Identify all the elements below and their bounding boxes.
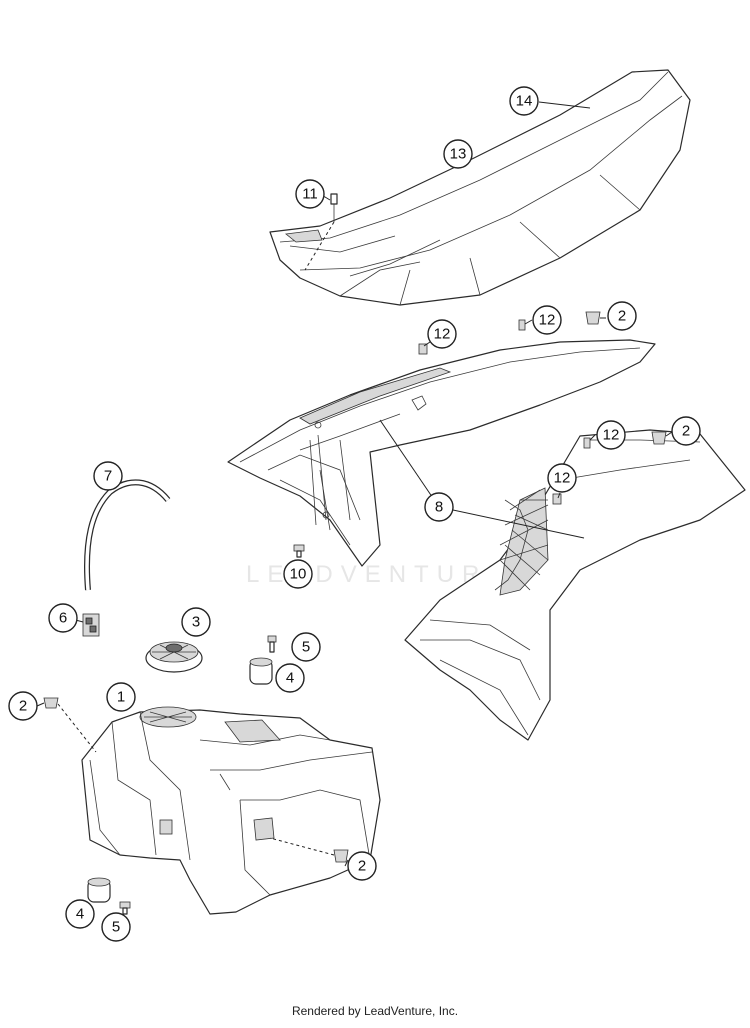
callout-12-c: 12 <box>596 420 626 450</box>
svg-text:12: 12 <box>539 312 556 329</box>
svg-text:2: 2 <box>358 858 366 875</box>
callout-5-a: 5 <box>291 632 321 662</box>
callout-11: 11 <box>295 179 325 209</box>
svg-text:12: 12 <box>554 470 571 487</box>
screw-11 <box>330 193 338 222</box>
callout-7: 7 <box>93 461 123 491</box>
screw-2-tank-right <box>333 849 349 863</box>
svg-text:4: 4 <box>76 906 84 923</box>
svg-text:12: 12 <box>434 326 451 343</box>
callout-2-b: 2 <box>671 416 701 446</box>
screw-5-top <box>267 635 277 653</box>
svg-text:14: 14 <box>516 93 533 110</box>
svg-text:2: 2 <box>19 698 27 715</box>
callout-12-b: 12 <box>532 305 562 335</box>
svg-text:12: 12 <box>603 427 620 444</box>
callout-2-d: 2 <box>347 851 377 881</box>
svg-text:5: 5 <box>302 639 310 656</box>
callout-10: 10 <box>283 559 313 589</box>
callout-3: 3 <box>181 607 211 637</box>
fasteners-upper <box>418 311 667 505</box>
callout-5-b: 5 <box>101 912 131 942</box>
right-radiator-shroud <box>404 429 746 741</box>
svg-text:2: 2 <box>682 423 690 440</box>
callout-13: 13 <box>443 139 473 169</box>
svg-text:2: 2 <box>618 308 626 325</box>
svg-text:1: 1 <box>117 689 125 706</box>
svg-text:13: 13 <box>450 146 467 163</box>
render-credit: Rendered by LeadVenture, Inc. <box>291 1004 459 1018</box>
bushing-4-bottom <box>87 877 111 903</box>
svg-text:7: 7 <box>104 468 112 485</box>
svg-text:5: 5 <box>112 919 120 936</box>
fuel-cap <box>145 641 203 673</box>
bushing-4-top <box>249 657 273 685</box>
fuel-hose <box>83 479 171 591</box>
screw-2-tank-left <box>43 697 59 709</box>
svg-text:8: 8 <box>435 499 443 516</box>
svg-text:11: 11 <box>302 186 318 203</box>
left-radiator-shroud <box>227 339 656 567</box>
callout-6: 6 <box>48 603 78 633</box>
callout-14: 14 <box>509 86 539 116</box>
screw-5-bottom <box>119 901 131 915</box>
seat <box>269 69 691 306</box>
callout-4-b: 4 <box>65 899 95 929</box>
callout-1: 1 <box>106 682 136 712</box>
callout-8: 8 <box>424 492 454 522</box>
callout-2-a: 2 <box>607 301 637 331</box>
svg-text:3: 3 <box>192 614 200 631</box>
connector-6 <box>82 613 100 637</box>
svg-text:6: 6 <box>59 610 67 627</box>
svg-text:4: 4 <box>286 670 294 687</box>
screw-10 <box>293 544 305 558</box>
callout-12-d: 12 <box>547 463 577 493</box>
callout-2-c: 2 <box>8 691 38 721</box>
fuel-tank <box>81 706 381 915</box>
callout-12-a: 12 <box>427 319 457 349</box>
svg-text:10: 10 <box>290 566 307 583</box>
callout-4-a: 4 <box>275 663 305 693</box>
